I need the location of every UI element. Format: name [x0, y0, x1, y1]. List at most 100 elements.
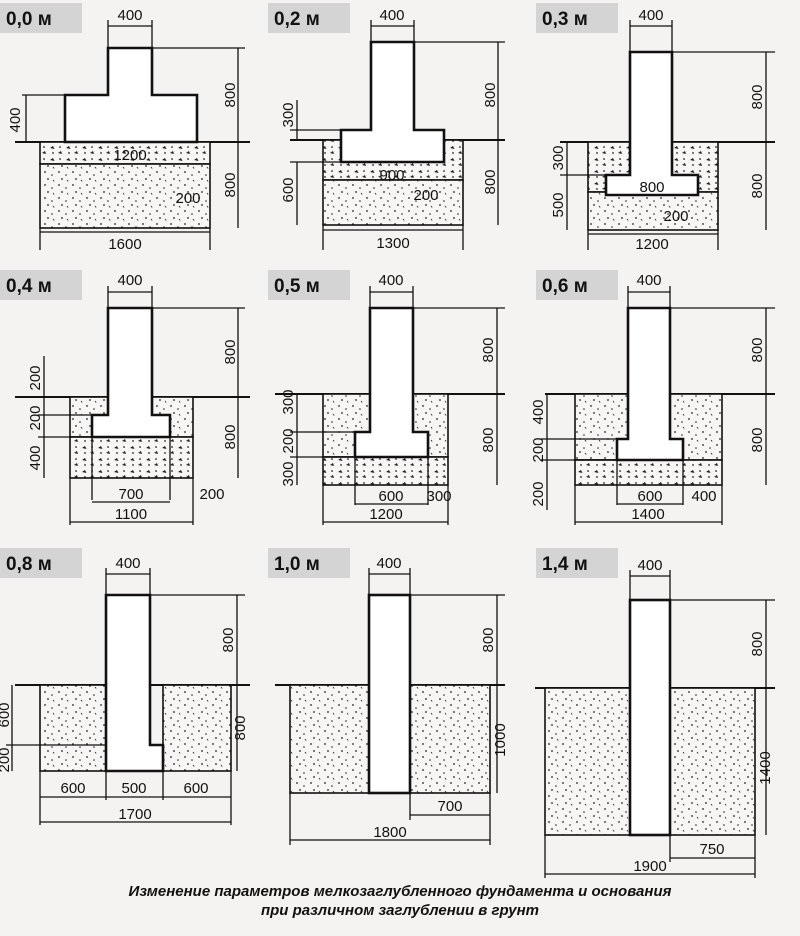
dim-offset: 200 — [413, 187, 438, 204]
panel-0-8m: 0,8 м 400 800 600 200 800 600 500 600 17… — [0, 548, 250, 825]
dim-embed: 300 — [280, 102, 297, 127]
dim-cushion: 400 — [27, 445, 44, 470]
dim-base-depth: 800 — [749, 173, 766, 198]
depth-label: 0,8 м — [6, 554, 52, 575]
foundation-body — [353, 306, 430, 459]
dim-stem-height: 800 — [749, 631, 766, 656]
soil-left — [39, 684, 107, 772]
dim-footing-height: 200 — [530, 437, 547, 462]
dim-stem-width: 400 — [638, 7, 663, 24]
dim-offset: 400 — [691, 488, 716, 505]
panel-0-6m: 0,6 м 400 800 400 200 200 800 600 400 14… — [530, 270, 775, 525]
dim-footing-width: 600 — [378, 488, 403, 505]
dim-footing-width: 500 — [121, 780, 146, 797]
dim-footing-width: 600 — [637, 488, 662, 505]
dim-offset: 200 — [175, 190, 200, 207]
dim-base-depth: 800 — [749, 427, 766, 452]
dim-stem-width: 400 — [636, 272, 661, 289]
dim-base-depth: 800 — [222, 424, 239, 449]
dim-stem-width: 400 — [376, 555, 401, 572]
depth-tag — [536, 548, 618, 578]
dim-stem-height: 800 — [482, 82, 499, 107]
dim-plinth: 200 — [27, 365, 44, 390]
dim-footing-height: 400 — [7, 107, 24, 132]
depth-label: 0,5 м — [274, 276, 320, 297]
dim-side-width: 700 — [437, 798, 462, 815]
panel-1-4m: 1,4 м 400 800 1400 750 1900 — [535, 548, 775, 878]
depth-label: 0,4 м — [6, 276, 52, 297]
panel-0-3m: 0,3 м 400 800 300 500 800 800 200 1200 — [536, 3, 775, 253]
depth-tag — [0, 548, 82, 578]
caption-line-1: Изменение параметров мелкозаглубленного … — [128, 883, 672, 900]
dim-stem-height: 800 — [480, 627, 497, 652]
dim-cushion: 500 — [550, 192, 567, 217]
dim-base-width: 1200 — [635, 236, 668, 253]
dim-depth: 1400 — [757, 751, 774, 784]
soil-right — [409, 684, 491, 794]
dim-footing-height: 200 — [280, 428, 297, 453]
dim-offset: 300 — [426, 488, 451, 505]
dim-footing-height: 200 — [0, 747, 13, 772]
dim-stem-width: 400 — [117, 272, 142, 289]
dim-stem-height: 800 — [480, 337, 497, 362]
panel-1-0m: 1,0 м 400 800 1000 700 1800 — [268, 548, 509, 845]
foundation-body — [604, 50, 700, 197]
dim-offset: 200 — [199, 486, 224, 503]
depth-tag — [268, 3, 350, 33]
dim-stem-width: 400 — [379, 7, 404, 24]
sand-cushion — [587, 191, 719, 231]
dim-base-width: 1600 — [108, 236, 141, 253]
dim-stem-height: 800 — [222, 339, 239, 364]
foundation-body — [90, 306, 172, 439]
foundation-body — [104, 593, 165, 773]
sand-cushion — [39, 163, 211, 229]
panel-0-5m: 0,5 м 400 800 300 200 300 800 600 300 12… — [268, 270, 505, 525]
dim-stem-width: 400 — [378, 272, 403, 289]
dim-cushion: 300 — [280, 461, 297, 486]
soil-left — [544, 687, 631, 836]
dim-cushion: 600 — [280, 177, 297, 202]
gravel-layer — [574, 459, 723, 486]
dim-footing-width: 1200 — [113, 147, 146, 164]
depth-tag — [536, 3, 618, 33]
dim-base-width: 1200 — [369, 506, 402, 523]
dim-stem-width: 400 — [117, 7, 142, 24]
dim-base-width: 1700 — [118, 806, 151, 823]
dim-footing-width: 900 — [379, 167, 404, 184]
dim-base-width: 1300 — [376, 235, 409, 252]
dim-embed: 200 — [27, 405, 44, 430]
panel-0-4m: 0,4 м 400 800 200 200 400 800 700 200 11… — [0, 270, 250, 525]
depth-tag — [0, 270, 82, 300]
soil-right — [162, 684, 232, 772]
dim-footing-width: 700 — [118, 486, 143, 503]
foundation-body — [63, 46, 199, 144]
panel-0-2m: 0,2 м 400 800 300 600 900 800 200 1300 — [268, 3, 505, 252]
dim-base-depth: 800 — [482, 169, 499, 194]
dim-left-offset: 600 — [60, 780, 85, 797]
depth-label: 0,2 м — [274, 9, 320, 30]
dim-base-width: 1900 — [633, 858, 666, 875]
dim-base-width: 1400 — [631, 506, 664, 523]
dim-offset: 200 — [663, 208, 688, 225]
dim-base-depth: 800 — [222, 172, 239, 197]
dim-right-offset: 600 — [183, 780, 208, 797]
gravel-layer — [322, 456, 449, 486]
depth-label: 1,4 м — [542, 554, 588, 575]
dim-embed: 300 — [280, 389, 297, 414]
dim-base-width: 1100 — [115, 506, 147, 523]
dim-stem-height: 800 — [222, 82, 239, 107]
dim-stem-width: 400 — [115, 555, 140, 572]
depth-label: 0,6 м — [542, 276, 588, 297]
dim-embed: 400 — [530, 399, 547, 424]
depth-tag — [268, 548, 350, 578]
foundation-body — [367, 593, 412, 795]
dim-base-depth: 800 — [232, 715, 249, 740]
dim-base-depth: 800 — [480, 427, 497, 452]
dim-side-width: 750 — [699, 841, 724, 858]
foundation-body — [339, 40, 446, 164]
dim-cushion: 200 — [530, 481, 547, 506]
foundation-body — [628, 598, 672, 837]
panel-0-0m: 0,0 м 400 800 400 1200 800 200 1600 — [0, 3, 250, 253]
dim-stem-width: 400 — [637, 557, 662, 574]
